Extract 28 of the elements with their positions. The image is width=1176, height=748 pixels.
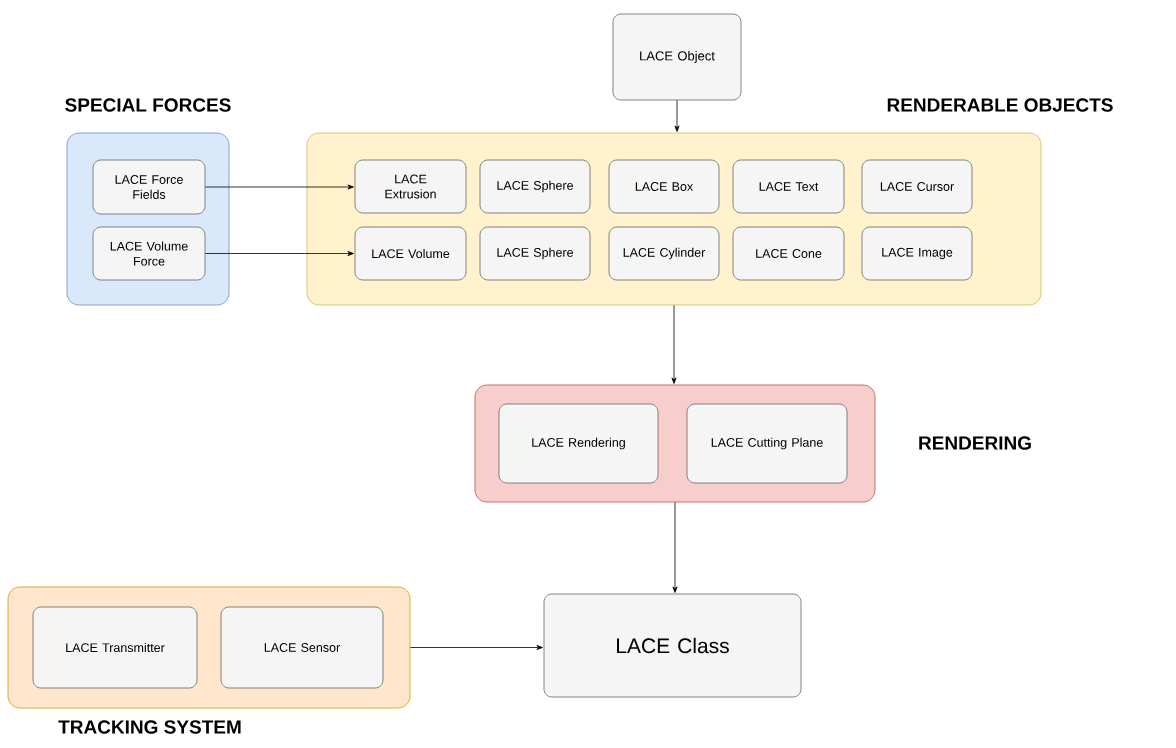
arrow (205, 184, 354, 190)
arrow (674, 100, 680, 132)
node-label: SPECIAL FORCES (65, 98, 231, 112)
class-box: LACE Sensor (220, 606, 384, 689)
node-label: RENDERABLE OBJECTS (887, 98, 1113, 112)
class-box: LACE Cutting Plane (686, 403, 848, 484)
class-box: LACE Transmitter (32, 606, 198, 689)
class-box: LACE Text (732, 159, 845, 214)
class-box: LACE Volume (354, 226, 467, 281)
class-box: LACE Class (543, 593, 802, 698)
class-box: LACE Extrusion (354, 159, 467, 214)
arrow (672, 502, 678, 593)
arrow (410, 645, 543, 650)
class-box: LACE Box (608, 159, 720, 214)
node-label: TRACKING SYSTEM (58, 720, 241, 734)
class-box: LACE Volume Force (92, 226, 206, 281)
class-box: LACE Cone (732, 226, 845, 281)
arrow (671, 305, 677, 384)
node-label: RENDERING (919, 436, 1031, 450)
class-box: LACE Sphere (479, 159, 591, 214)
class-box: LACE Rendering (498, 403, 659, 484)
class-box: LACE Sphere (479, 226, 591, 281)
class-box: LACE Cursor (861, 159, 973, 214)
class-box: LACE Force Fields (92, 159, 206, 215)
class-box: LACE Object (612, 13, 742, 101)
class-box: LACE Cylinder (608, 226, 720, 281)
class-box: LACE Image (861, 226, 973, 281)
arrow (205, 251, 354, 256)
